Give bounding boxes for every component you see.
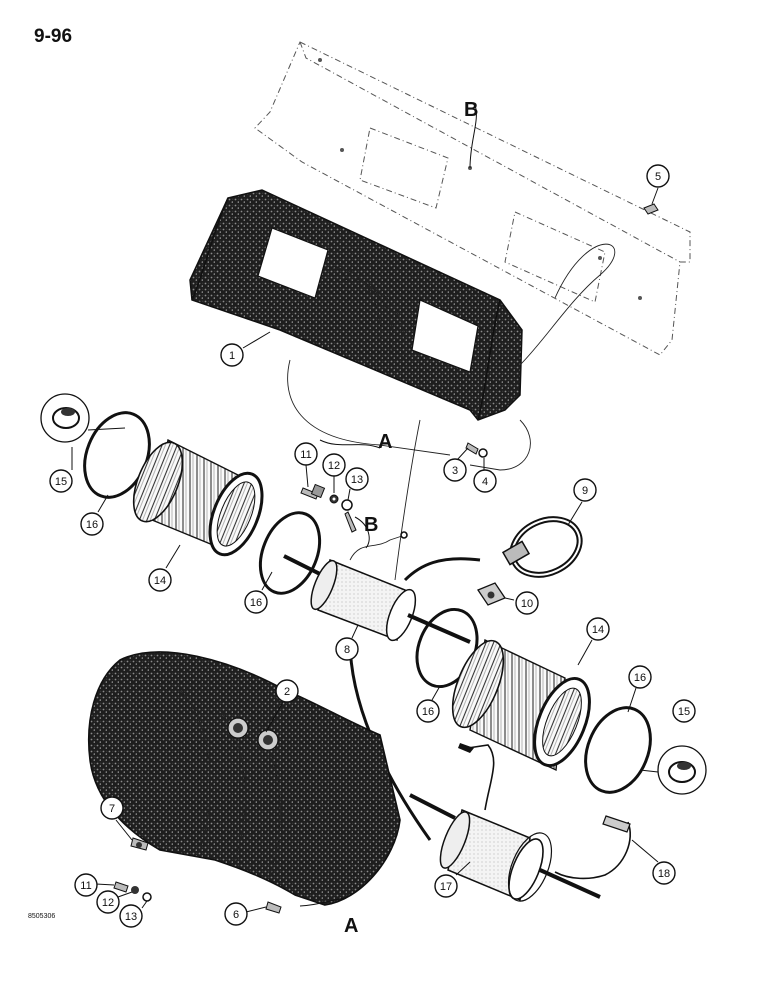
- hardware-11-12-13-lower: [113, 881, 152, 902]
- ref-letter-b-top: B: [464, 99, 478, 121]
- callout-2: 2: [275, 679, 299, 703]
- leader-lines: [71, 104, 659, 913]
- frame-1: [189, 189, 523, 421]
- ref-letter-b-mid: B: [364, 514, 378, 536]
- svg-text:16: 16: [422, 706, 434, 718]
- svg-text:15: 15: [678, 706, 690, 718]
- svg-text:7: 7: [109, 803, 115, 815]
- strap-loop-lower: [287, 359, 531, 471]
- svg-text:15: 15: [55, 476, 67, 488]
- svg-text:1: 1: [229, 350, 235, 362]
- svg-text:12: 12: [328, 460, 340, 472]
- clip-7: [130, 837, 149, 851]
- ref-letter-a-bottom: A: [344, 915, 358, 937]
- upper-panel: [254, 41, 691, 356]
- svg-text:16: 16: [634, 672, 646, 684]
- callout-17: 17: [434, 874, 458, 898]
- grommet-10: [477, 582, 515, 606]
- callout-5: 5: [646, 164, 670, 188]
- callout-16-left-outer: 16: [80, 512, 104, 536]
- callout-9: 9: [573, 478, 597, 502]
- svg-text:5: 5: [655, 171, 661, 183]
- svg-text:3: 3: [452, 465, 458, 477]
- svg-text:13: 13: [125, 911, 137, 923]
- ring-16-left-inner: [258, 511, 322, 595]
- callout-13-lower: 13: [119, 904, 143, 928]
- svg-text:9: 9: [582, 485, 588, 497]
- page-number: 9-96: [34, 26, 73, 47]
- callout-11-lower: 11: [74, 873, 98, 897]
- callout-15-right: 15: [672, 699, 696, 723]
- housing-2: [87, 651, 401, 906]
- callout-11-upper: 11: [294, 442, 318, 466]
- svg-text:12: 12: [102, 897, 114, 909]
- motor-8: [283, 531, 471, 644]
- svg-text:11: 11: [80, 880, 91, 892]
- svg-text:16: 16: [86, 519, 98, 531]
- callout-6: 6: [224, 902, 248, 926]
- callout-13-upper: 13: [345, 467, 369, 491]
- svg-text:10: 10: [521, 598, 533, 610]
- blower-wheel-14-right: [451, 638, 591, 772]
- svg-text:18: 18: [658, 868, 670, 880]
- callout-12-upper: 12: [322, 453, 346, 477]
- callout-4: 4: [473, 469, 497, 493]
- svg-text:13: 13: [351, 474, 363, 486]
- callout-10: 10: [515, 591, 539, 615]
- nut-5: [643, 203, 659, 215]
- svg-text:4: 4: [482, 476, 488, 488]
- end-cap-15-left: [40, 393, 126, 443]
- callout-1: 1: [220, 343, 244, 367]
- callout-7: 7: [100, 796, 124, 820]
- callout-12-lower: 12: [96, 890, 120, 914]
- callout-8: 8: [335, 637, 359, 661]
- reference-letters: B A B A: [344, 99, 478, 937]
- blower-wheel-14-left: [132, 438, 264, 557]
- motor-17: [409, 743, 601, 902]
- strap-loop-upper: [519, 243, 616, 366]
- callout-14-left: 14: [148, 568, 172, 592]
- callout-3: 3: [443, 458, 467, 482]
- hose-clamp-9: [501, 516, 583, 578]
- callout-16-left-inner: 16: [244, 590, 268, 614]
- hardware-11-12-13-upper: [300, 483, 357, 533]
- end-cap-15-right: [639, 745, 707, 795]
- svg-text:2: 2: [284, 686, 290, 698]
- svg-text:14: 14: [154, 575, 166, 587]
- callout-15-left: 15: [49, 469, 73, 493]
- hardware-3-4: [465, 442, 488, 458]
- svg-text:8: 8: [344, 644, 350, 656]
- svg-text:11: 11: [300, 449, 311, 461]
- callout-18: 18: [652, 861, 676, 885]
- callout-14-right: 14: [586, 617, 610, 641]
- wire-b-leader: [394, 419, 421, 581]
- rotation-arc: [403, 557, 481, 582]
- svg-text:17: 17: [440, 881, 452, 893]
- callout-16-right-inner: 16: [416, 699, 440, 723]
- ring-16-right-outer: [584, 706, 652, 794]
- clip-6: [265, 901, 282, 914]
- svg-text:6: 6: [233, 909, 239, 921]
- wire-lead-18: [554, 815, 659, 880]
- callout-16-right-outer: 16: [628, 665, 652, 689]
- svg-text:16: 16: [250, 597, 262, 609]
- svg-text:14: 14: [592, 624, 604, 636]
- figure-code: 8505306: [28, 913, 55, 920]
- ref-letter-a-mid: A: [378, 431, 392, 453]
